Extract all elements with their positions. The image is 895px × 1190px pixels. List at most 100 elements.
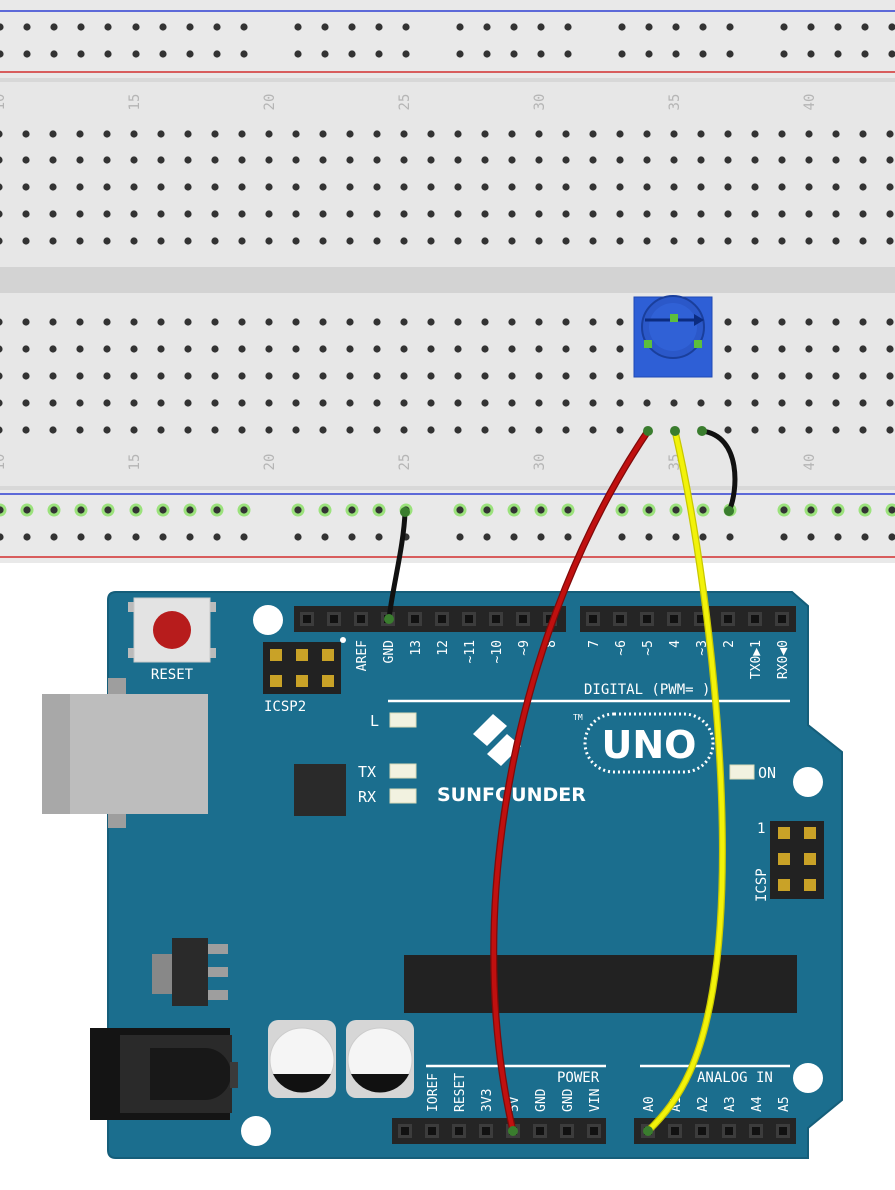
breadboard-hole[interactable] — [697, 130, 705, 138]
breadboard-hole[interactable] — [184, 237, 192, 245]
power-rail-hole[interactable] — [831, 503, 845, 517]
breadboard-hole[interactable] — [481, 318, 489, 326]
breadboard-hole[interactable] — [265, 372, 273, 380]
breadboard-hole[interactable] — [211, 130, 219, 138]
breadboard-hole[interactable] — [373, 210, 381, 218]
breadboard-hole[interactable] — [616, 130, 624, 138]
breadboard-hole[interactable] — [184, 318, 192, 326]
power-rail-hole[interactable] — [23, 533, 31, 541]
breadboard-hole[interactable] — [481, 372, 489, 380]
power-rail-hole[interactable] — [807, 23, 815, 31]
breadboard-hole[interactable] — [589, 183, 597, 191]
breadboard-hole[interactable] — [22, 345, 30, 353]
breadboard-hole[interactable] — [265, 399, 273, 407]
breadboard-hole[interactable] — [346, 183, 354, 191]
breadboard-hole[interactable] — [211, 426, 219, 434]
power-rail-hole[interactable] — [213, 533, 221, 541]
breadboard-hole[interactable] — [670, 183, 678, 191]
breadboard-hole[interactable] — [265, 183, 273, 191]
breadboard-hole[interactable] — [103, 399, 111, 407]
breadboard-hole[interactable] — [22, 183, 30, 191]
breadboard-hole[interactable] — [778, 237, 786, 245]
power-rail-hole[interactable] — [50, 50, 58, 58]
breadboard-hole[interactable] — [319, 210, 327, 218]
breadboard-hole[interactable] — [319, 345, 327, 353]
breadboard-hole[interactable] — [454, 130, 462, 138]
breadboard-hole[interactable] — [400, 399, 408, 407]
breadboard-hole[interactable] — [373, 372, 381, 380]
power-rail-hole[interactable] — [807, 533, 815, 541]
breadboard-hole[interactable] — [400, 426, 408, 434]
power-rail-hole[interactable] — [564, 23, 572, 31]
breadboard-hole[interactable] — [103, 318, 111, 326]
breadboard-hole[interactable] — [697, 210, 705, 218]
power-rail-hole[interactable] — [672, 533, 680, 541]
breadboard-hole[interactable] — [670, 399, 678, 407]
breadboard-hole[interactable] — [859, 318, 867, 326]
breadboard-hole[interactable] — [454, 183, 462, 191]
reset-button[interactable] — [128, 597, 216, 663]
breadboard-hole[interactable] — [0, 399, 3, 407]
breadboard-hole[interactable] — [238, 130, 246, 138]
breadboard-hole[interactable] — [454, 399, 462, 407]
power-rail-hole[interactable] — [348, 50, 356, 58]
breadboard-hole[interactable] — [805, 237, 813, 245]
power-rail-hole[interactable] — [186, 23, 194, 31]
breadboard-hole[interactable] — [670, 237, 678, 245]
breadboard-hole[interactable] — [670, 210, 678, 218]
breadboard-hole[interactable] — [589, 130, 597, 138]
breadboard-hole[interactable] — [292, 183, 300, 191]
breadboard-hole[interactable] — [805, 372, 813, 380]
breadboard-hole[interactable] — [832, 372, 840, 380]
power-rail-hole[interactable] — [213, 23, 221, 31]
breadboard-hole[interactable] — [535, 318, 543, 326]
breadboard-hole[interactable] — [886, 318, 894, 326]
breadboard-hole[interactable] — [805, 210, 813, 218]
breadboard-hole[interactable] — [670, 130, 678, 138]
breadboard-hole[interactable] — [0, 318, 3, 326]
power-rail-hole[interactable] — [375, 23, 383, 31]
breadboard-hole[interactable] — [184, 426, 192, 434]
power-rail-hole[interactable] — [345, 503, 359, 517]
breadboard-hole[interactable] — [22, 318, 30, 326]
breadboard-hole[interactable] — [454, 372, 462, 380]
reset-button-cap[interactable] — [153, 611, 191, 649]
breadboard-hole[interactable] — [292, 210, 300, 218]
breadboard-hole[interactable] — [157, 210, 165, 218]
breadboard-hole[interactable] — [832, 210, 840, 218]
breadboard-hole[interactable] — [697, 156, 705, 164]
analog-pin[interactable] — [695, 1124, 709, 1138]
breadboard-hole[interactable] — [346, 318, 354, 326]
power-pin[interactable] — [533, 1124, 547, 1138]
breadboard-hole[interactable] — [49, 210, 57, 218]
breadboard-hole[interactable] — [778, 426, 786, 434]
power-rail-hole[interactable] — [645, 23, 653, 31]
breadboard-hole[interactable] — [103, 345, 111, 353]
breadboard-hole[interactable] — [346, 237, 354, 245]
breadboard-hole[interactable] — [886, 210, 894, 218]
breadboard-hole[interactable] — [400, 237, 408, 245]
breadboard-hole[interactable] — [103, 210, 111, 218]
breadboard-hole[interactable] — [292, 372, 300, 380]
breadboard-hole[interactable] — [616, 156, 624, 164]
power-rail-hole[interactable] — [77, 533, 85, 541]
power-rail-hole[interactable] — [375, 533, 383, 541]
breadboard-hole[interactable] — [616, 237, 624, 245]
breadboard-hole[interactable] — [589, 372, 597, 380]
breadboard-hole[interactable] — [346, 156, 354, 164]
breadboard-hole[interactable] — [454, 426, 462, 434]
breadboard-hole[interactable] — [859, 156, 867, 164]
breadboard-hole[interactable] — [130, 183, 138, 191]
breadboard-hole[interactable] — [751, 426, 759, 434]
breadboard-hole[interactable] — [103, 372, 111, 380]
breadboard-hole[interactable] — [481, 426, 489, 434]
power-rail-hole[interactable] — [534, 503, 548, 517]
breadboard-hole[interactable] — [454, 237, 462, 245]
breadboard-hole[interactable] — [643, 237, 651, 245]
breadboard-hole[interactable] — [859, 399, 867, 407]
breadboard-hole[interactable] — [373, 183, 381, 191]
power-rail-hole[interactable] — [0, 50, 4, 58]
breadboard-hole[interactable] — [751, 318, 759, 326]
digital-pin[interactable] — [516, 612, 530, 626]
breadboard-hole[interactable] — [427, 210, 435, 218]
